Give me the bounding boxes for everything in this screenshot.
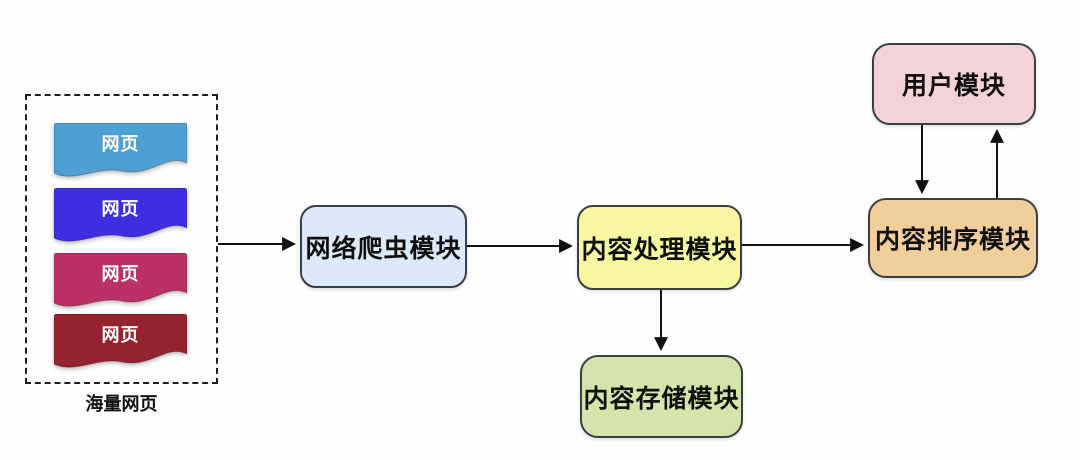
- webpage-item: 网页: [54, 253, 187, 307]
- node-label: 内容存储模块: [583, 384, 740, 413]
- webpage-label: 网页: [101, 264, 140, 284]
- webpage-wave-shape: [54, 188, 187, 242]
- webpage-wave-shape: [54, 123, 187, 177]
- webpage-wave-shape: [54, 314, 187, 368]
- webpage-label: 网页: [101, 325, 140, 345]
- node-label: 内容排序模块: [874, 226, 1031, 254]
- node-web-crawler-module: 网络爬虫模块: [300, 205, 467, 288]
- node-label: 用户模块: [901, 72, 1006, 100]
- webpage-item: 网页: [54, 314, 187, 368]
- webpage-label: 网页: [101, 199, 140, 219]
- webpage-wave-shape: [54, 253, 187, 307]
- node-content-ranking-module: 内容排序模块: [868, 198, 1038, 278]
- node-label: 网络爬虫模块: [305, 234, 462, 263]
- node-content-storage-module: 内容存储模块: [580, 355, 743, 438]
- node-content-processing-module: 内容处理模块: [577, 205, 742, 290]
- node-label: 内容处理模块: [581, 235, 738, 264]
- webpage-item: 网页: [54, 188, 187, 242]
- node-user-module: 用户模块: [872, 43, 1036, 125]
- massive-webpages-caption: 海量网页: [85, 394, 158, 414]
- massive-webpages-group: 网页 网页 网页 网页: [25, 94, 218, 384]
- webpage-item: 网页: [54, 123, 187, 177]
- webpage-label: 网页: [101, 134, 140, 154]
